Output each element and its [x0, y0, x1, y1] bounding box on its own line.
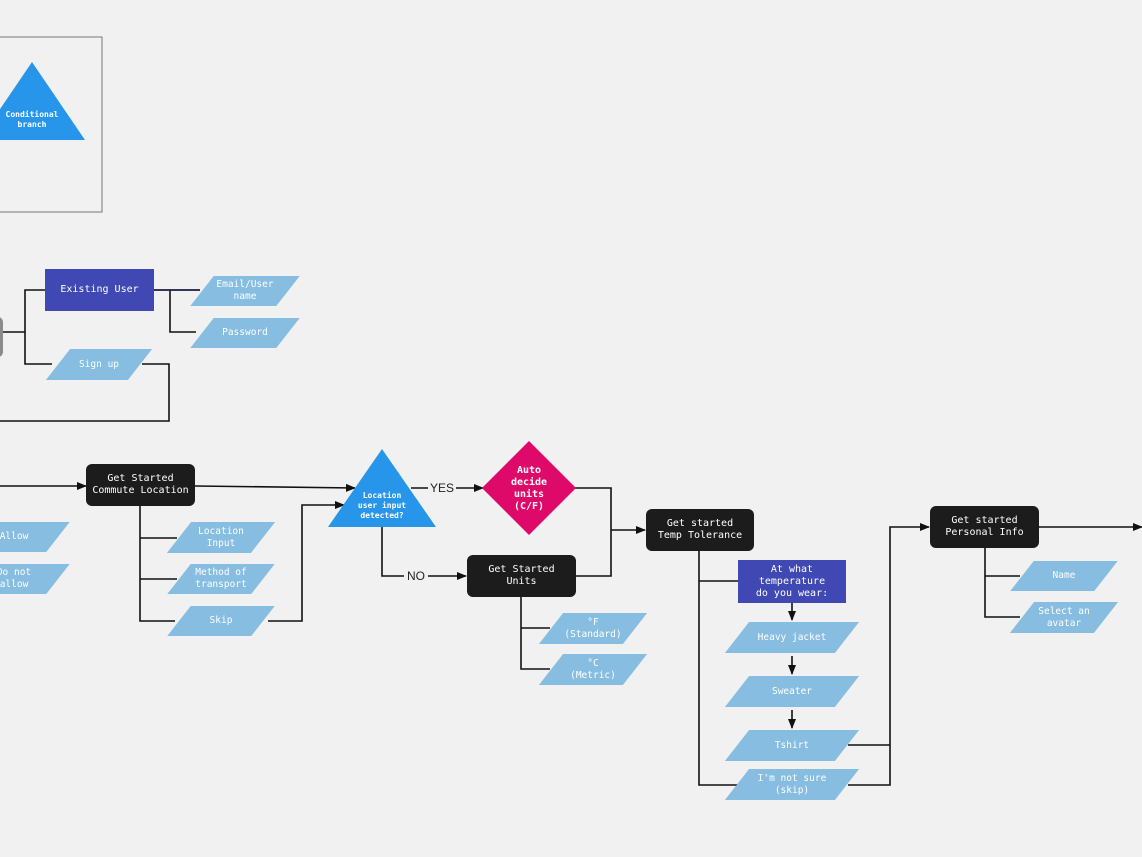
- location-input-option[interactable]: Location Input: [179, 522, 263, 553]
- password-option[interactable]: Password: [202, 318, 288, 348]
- units-node[interactable]: Get Started Units: [467, 555, 576, 597]
- start-node-partial: [0, 317, 3, 357]
- decision-triangle: [328, 449, 436, 527]
- auto-units-label: Auto decide units (C/F): [510, 465, 548, 512]
- legend-box: [0, 36, 103, 213]
- auto-units-diamond: [482, 441, 576, 535]
- yes-label: YES: [430, 481, 455, 495]
- temp-question-node: At what temperature do you wear:: [738, 560, 846, 603]
- sweater-option[interactable]: Sweater: [737, 676, 847, 707]
- not-sure-option[interactable]: I'm not sure (skip): [737, 769, 847, 800]
- temp-tolerance-node[interactable]: Get started Temp Tolerance: [646, 509, 754, 551]
- method-transport-option[interactable]: Method of transport: [179, 564, 263, 594]
- commute-location-node[interactable]: Get Started Commute Location: [86, 464, 195, 506]
- allow-option[interactable]: Allow: [0, 522, 58, 552]
- legend-triangle-label: Conditional branch: [5, 110, 59, 129]
- signup-option[interactable]: Sign up: [58, 349, 140, 380]
- skip-option[interactable]: Skip: [179, 606, 263, 636]
- heavy-jacket-option[interactable]: Heavy jacket: [737, 622, 847, 653]
- tshirt-option[interactable]: Tshirt: [737, 730, 847, 761]
- celsius-option[interactable]: °C (Metric): [551, 654, 635, 685]
- personal-info-node[interactable]: Get started Personal Info: [930, 506, 1039, 548]
- legend-triangle: [0, 62, 85, 140]
- no-label: NO: [407, 569, 425, 583]
- avatar-option[interactable]: Select an avatar: [1022, 602, 1106, 633]
- name-option[interactable]: Name: [1022, 561, 1106, 591]
- email-option[interactable]: Email/User name: [202, 276, 288, 306]
- do-not-allow-option[interactable]: Do not allow: [0, 564, 58, 594]
- existing-user-node[interactable]: Existing User: [45, 269, 154, 311]
- fahrenheit-option[interactable]: °F (Standard): [551, 613, 635, 644]
- location-detected-label: Location user input detected?: [357, 491, 407, 520]
